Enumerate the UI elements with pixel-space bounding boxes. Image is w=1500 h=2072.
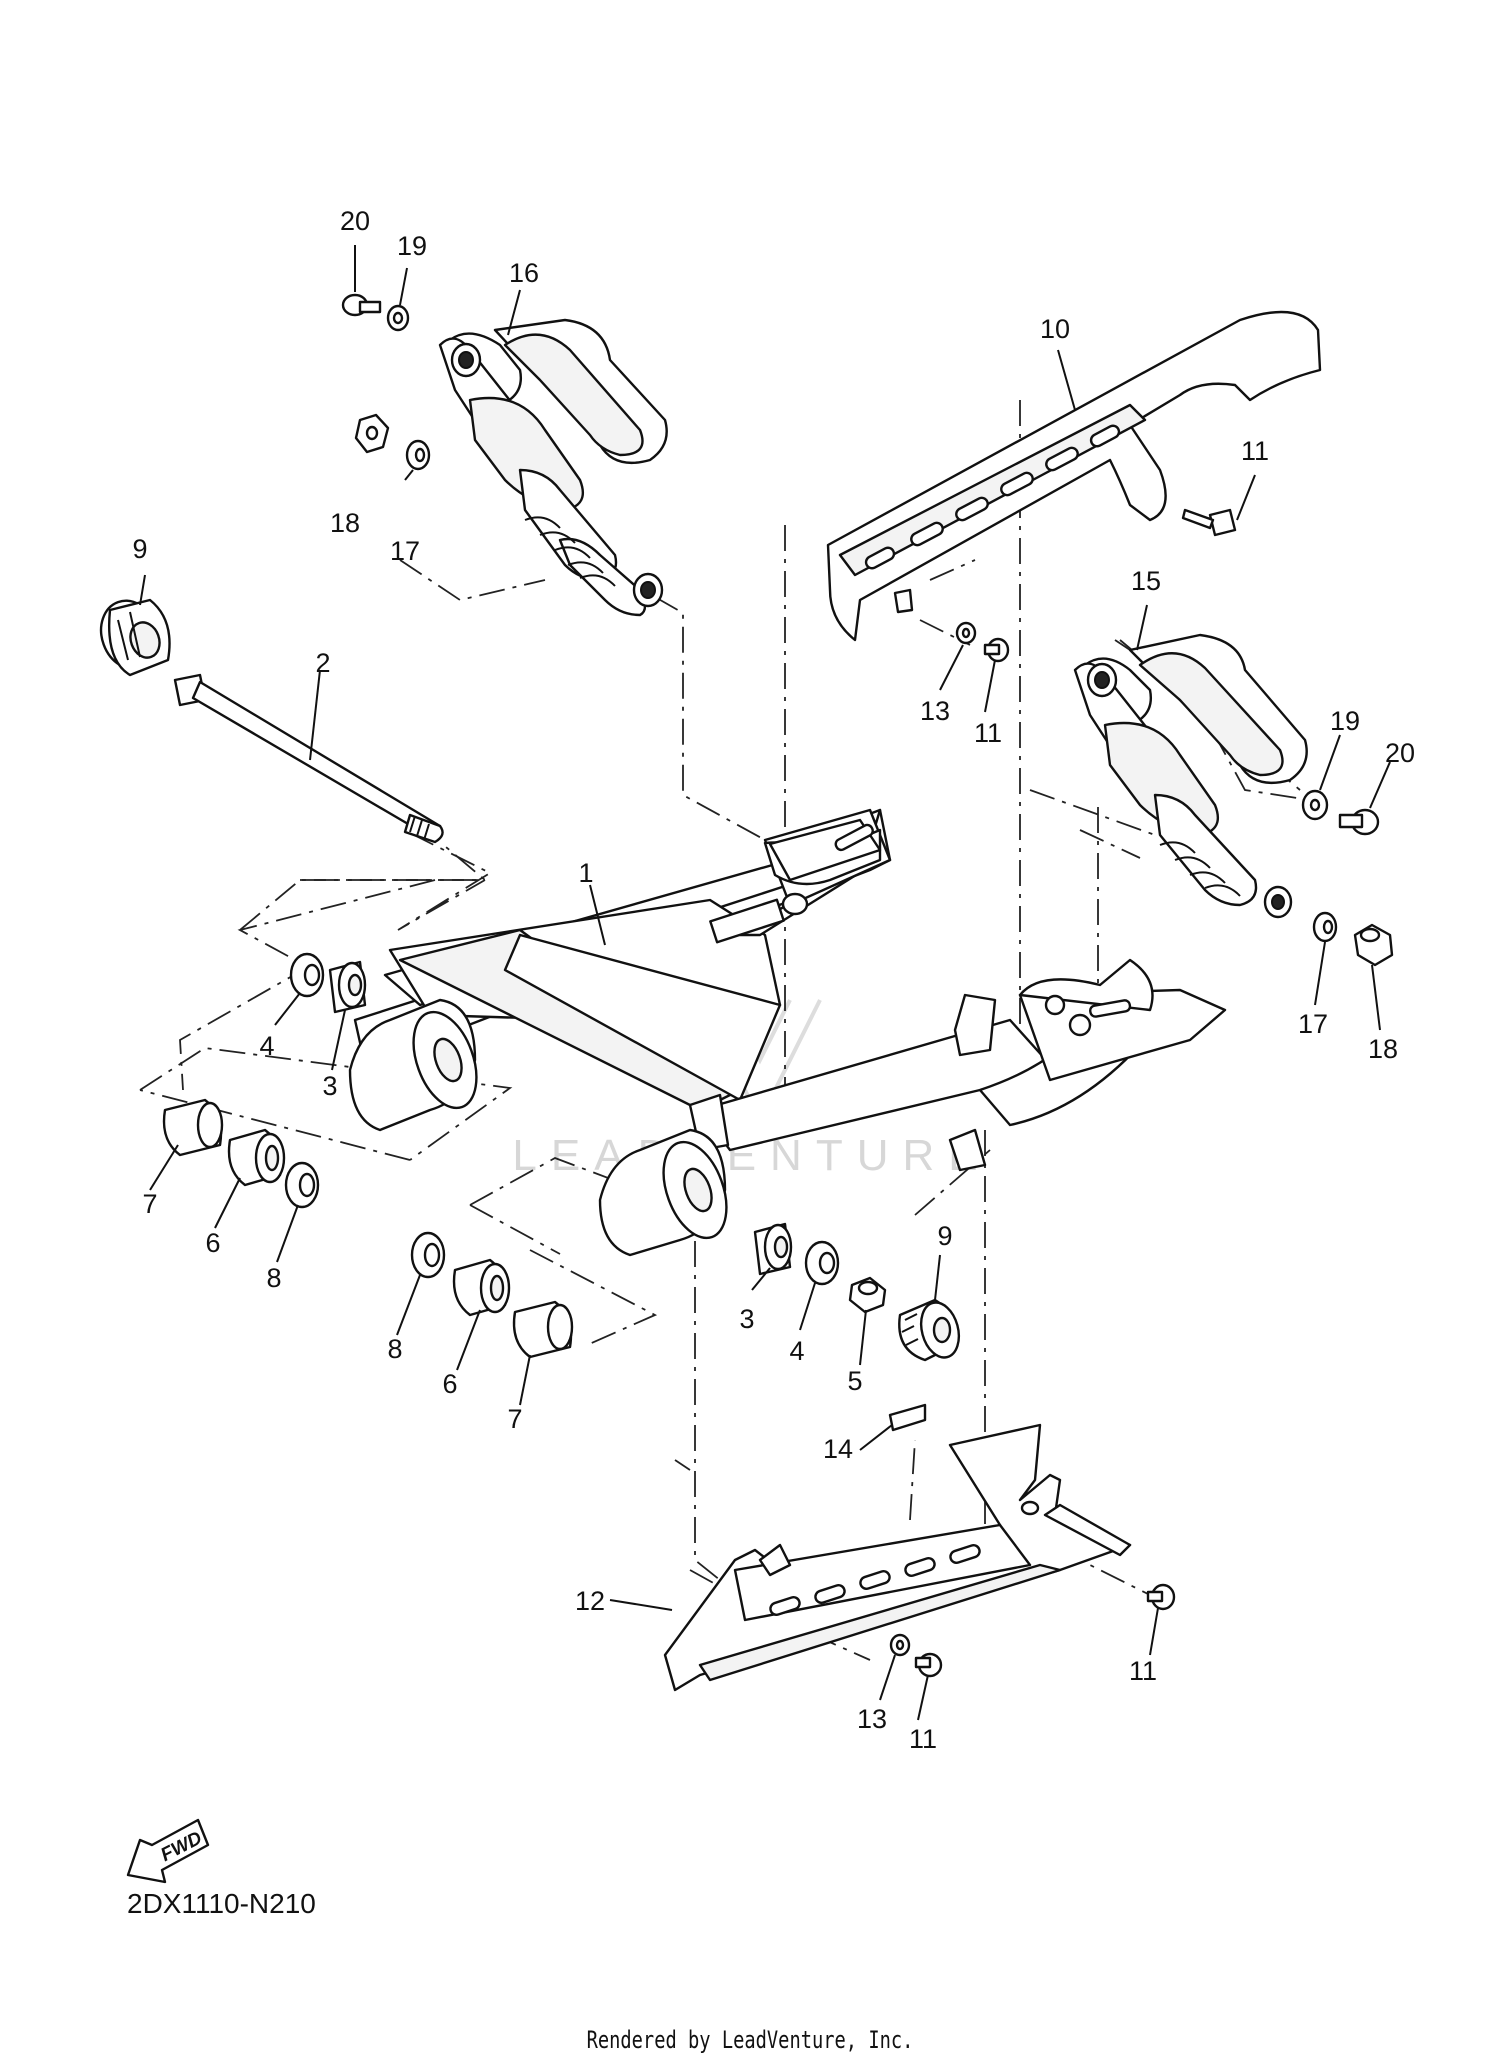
callout-11: 11 xyxy=(1241,436,1269,466)
callout-14: 14 xyxy=(823,1434,853,1464)
callout-11: 11 xyxy=(974,718,1002,748)
callout-labels: 20 19 16 10 18 17 11 9 2 15 13 11 19 20 … xyxy=(132,206,1415,1754)
nut-18-right[interactable] xyxy=(1353,923,1394,967)
rear-shock-15[interactable] xyxy=(1073,633,1308,919)
bolt-20-right[interactable] xyxy=(1338,808,1380,836)
bolt-11-mid[interactable] xyxy=(983,637,1010,663)
callout-11: 11 xyxy=(1129,1656,1157,1686)
callout-17: 17 xyxy=(1298,1009,1328,1039)
callout-8: 8 xyxy=(387,1334,402,1364)
fwd-arrow-icon: FWD xyxy=(126,1818,210,1884)
callout-1: 1 xyxy=(578,858,593,888)
collar-9-upper[interactable] xyxy=(92,593,171,678)
label-sticker-14[interactable] xyxy=(888,1403,927,1432)
callout-8: 8 xyxy=(266,1263,281,1293)
washer-13-lower[interactable] xyxy=(889,1633,911,1657)
seal-3-right[interactable] xyxy=(753,1222,793,1276)
callout-20: 20 xyxy=(340,206,370,236)
seal-8-right[interactable] xyxy=(410,1231,446,1279)
collar-5[interactable] xyxy=(848,1276,887,1314)
bushing-7-left[interactable] xyxy=(162,1098,224,1157)
callout-17: 17 xyxy=(390,536,420,566)
bolt-11-lower[interactable] xyxy=(914,1652,943,1678)
washer-17-upper[interactable] xyxy=(405,439,431,471)
callout-4: 4 xyxy=(789,1336,804,1366)
callout-3: 3 xyxy=(739,1304,754,1334)
washer-4-right[interactable] xyxy=(804,1240,840,1286)
bolt-20-upper[interactable] xyxy=(341,293,382,317)
diagram-code: 2DX1110-N210 xyxy=(127,1888,316,1919)
washer-17-right[interactable] xyxy=(1312,911,1338,943)
callout-20: 20 xyxy=(1385,738,1415,768)
callout-12: 12 xyxy=(575,1586,605,1616)
callout-6: 6 xyxy=(442,1369,457,1399)
bearing-6-right[interactable] xyxy=(452,1258,511,1317)
callout-leaders xyxy=(139,245,1391,1721)
callout-13: 13 xyxy=(920,696,950,726)
washer-4-left[interactable] xyxy=(289,952,325,998)
callout-4: 4 xyxy=(259,1031,274,1061)
nut-18-upper[interactable] xyxy=(354,413,390,454)
swingarm-1[interactable] xyxy=(353,808,1227,1172)
callout-18: 18 xyxy=(1368,1034,1398,1064)
bushing-7-right[interactable] xyxy=(512,1300,574,1359)
callout-11: 11 xyxy=(909,1724,937,1754)
callout-18: 18 xyxy=(330,508,360,538)
callout-19: 19 xyxy=(397,231,427,261)
seal-8-left[interactable] xyxy=(284,1161,320,1209)
callout-5: 5 xyxy=(847,1366,862,1396)
bearing-6-left[interactable] xyxy=(227,1128,286,1187)
callout-9: 9 xyxy=(132,534,147,564)
washer-13-mid[interactable] xyxy=(955,621,977,645)
callout-2: 2 xyxy=(315,648,330,678)
washer-19-upper[interactable] xyxy=(386,304,410,332)
callout-3: 3 xyxy=(322,1071,337,1101)
callout-10: 10 xyxy=(1040,314,1070,344)
callout-7: 7 xyxy=(142,1189,157,1219)
rear-shock-16[interactable] xyxy=(438,318,668,617)
callout-7: 7 xyxy=(507,1404,522,1434)
bolt-11-lower-right[interactable] xyxy=(1146,1583,1176,1611)
washer-19-right[interactable] xyxy=(1301,789,1329,821)
bolt-11-a[interactable] xyxy=(1181,508,1237,537)
pivot-shaft-2[interactable] xyxy=(173,673,444,844)
callout-6: 6 xyxy=(205,1228,220,1258)
callout-9: 9 xyxy=(937,1221,952,1251)
hardware xyxy=(92,293,1394,1678)
chain-guard-12[interactable] xyxy=(663,1423,1132,1692)
chain-guard-10[interactable] xyxy=(826,310,1322,642)
callout-15: 15 xyxy=(1131,566,1161,596)
render-credit: Rendered by LeadVenture, Inc. xyxy=(586,2026,914,2054)
callout-19: 19 xyxy=(1330,706,1360,736)
callout-13: 13 xyxy=(857,1704,887,1734)
seal-3-left[interactable] xyxy=(328,960,367,1014)
pivot-collar-left xyxy=(348,998,478,1132)
collar-9-lower[interactable] xyxy=(898,1298,964,1362)
callout-16: 16 xyxy=(509,258,539,288)
pivot-collar-right xyxy=(598,1128,728,1257)
